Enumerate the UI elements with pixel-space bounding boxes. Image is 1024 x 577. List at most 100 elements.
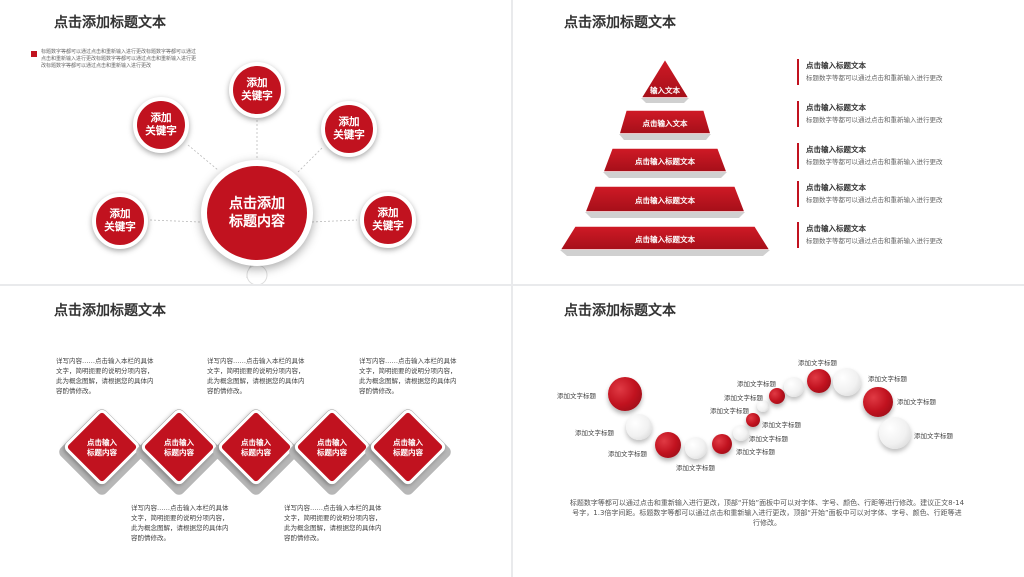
sphere-red [712, 434, 732, 454]
sphere-label: 添加文字标题 [557, 392, 596, 400]
diamond-line-2: 标题内容 [241, 448, 271, 457]
item-accent-bar [797, 59, 799, 85]
item-4-desc: 标题数字等都可以通过点击和重新输入进行更改 [806, 196, 943, 204]
description-bottom-2: 详写内容……点击输入本栏的具体文字，简明扼要的说明分项内容，此为概念图解，请根据… [284, 504, 382, 542]
slide-4-title: 点击添加标题文本 [564, 303, 676, 319]
diamond-label: 点击输入标题内容 [370, 438, 446, 458]
item-1-desc: 标题数字等都可以通过点击和重新输入进行更改 [806, 74, 943, 82]
sphere-label: 添加文字标题 [608, 450, 647, 458]
item-accent-bar [797, 222, 799, 248]
diamond-line-2: 标题内容 [393, 448, 423, 457]
pyramid-tier-1-label[interactable]: 输入文本 [650, 86, 680, 95]
bubble-line-2: 关键字 [372, 220, 404, 232]
slide-3-title: 点击添加标题文本 [54, 303, 166, 319]
diamond-step-4[interactable]: 点击输入标题内容 [286, 406, 378, 498]
diamond-line-1: 点击输入 [317, 438, 347, 447]
item-4-title: 点击输入标题文本 [806, 183, 866, 192]
keyword-bubble-right[interactable]: 添加关键字 [360, 192, 416, 248]
item-1-title: 点击输入标题文本 [806, 61, 866, 70]
diamond-line-2: 标题内容 [164, 448, 194, 457]
bubble-line-1: 添加 [338, 116, 360, 128]
sphere-red [746, 413, 760, 427]
sphere-label: 添加文字标题 [575, 429, 614, 437]
sphere-label: 添加文字标题 [737, 380, 776, 388]
sphere-label: 添加文字标题 [736, 448, 775, 456]
bubble-line-2: 关键字 [104, 221, 136, 233]
keyword-bubble-upper-right[interactable]: 添加关键字 [321, 101, 377, 157]
sphere-white [784, 377, 804, 397]
keyword-bubble-top[interactable]: 添加关键字 [229, 62, 285, 118]
sphere-white [833, 368, 861, 396]
bubble-line-1: 添加 [150, 112, 172, 124]
sphere-red [608, 377, 642, 411]
sphere-white [879, 417, 911, 449]
item-2-desc: 标题数字等都可以通过点击和重新输入进行更改 [806, 116, 943, 124]
item-accent-bar [797, 181, 799, 207]
diamond-step-3[interactable]: 点击输入标题内容 [210, 406, 302, 498]
sphere-label: 添加文字标题 [724, 394, 763, 402]
diamond-label: 点击输入标题内容 [64, 438, 140, 458]
center-bubble[interactable]: 点击添加标题内容 [201, 160, 313, 266]
sphere-red [863, 387, 893, 417]
diamond-label: 点击输入标题内容 [141, 438, 217, 458]
sphere-label: 添加文字标题 [798, 359, 837, 367]
sphere-white [757, 400, 769, 412]
bubble-line-1: 添加 [109, 208, 131, 220]
sphere-red [807, 369, 831, 393]
slide-2-title: 点击添加标题文本 [564, 15, 676, 31]
bubble-line-1: 添加 [246, 77, 268, 89]
item-accent-bar [797, 101, 799, 127]
slide-1-note: 标题数字等都可以通过点击和重新输入进行更改标题数字等都可以通过点击和重新输入进行… [41, 49, 197, 69]
pyramid-tier-2-label[interactable]: 点击输入文本 [642, 119, 688, 128]
item-accent-bar [797, 143, 799, 169]
sphere-red [655, 432, 681, 458]
keyword-bubble-upper-left[interactable]: 添加关键字 [133, 97, 189, 153]
center-line-2: 标题内容 [229, 214, 285, 230]
item-2-title: 点击输入标题文本 [806, 103, 866, 112]
item-3-desc: 标题数字等都可以通过点击和重新输入进行更改 [806, 158, 943, 166]
center-line-1: 点击添加 [229, 196, 285, 212]
diamond-label: 点击输入标题内容 [294, 438, 370, 458]
sphere-label: 添加文字标题 [749, 435, 788, 443]
diamond-line-2: 标题内容 [317, 448, 347, 457]
pyramid-tier-4-label[interactable]: 点击输入标题文本 [635, 196, 695, 205]
diamond-label: 点击输入标题内容 [218, 438, 294, 458]
bubble-line-2: 关键字 [333, 129, 365, 141]
sphere-white [626, 414, 652, 440]
diamond-line-1: 点击输入 [241, 438, 271, 447]
item-5-title: 点击输入标题文本 [806, 224, 866, 233]
sphere-label: 添加文字标题 [762, 421, 801, 429]
pyramid-graphic [558, 57, 772, 256]
description-bottom-1: 详写内容……点击输入本栏的具体文字，简明扼要的说明分项内容，此为概念图解，请根据… [131, 504, 229, 542]
diamond-step-5[interactable]: 点击输入标题内容 [362, 406, 454, 498]
sphere-white [733, 425, 749, 441]
sphere-label: 添加文字标题 [897, 398, 936, 406]
slide-3[interactable]: 点击添加标题文本 详写内容……点击输入本栏的具体文字，简明扼要的说明分项内容，此… [0, 286, 511, 577]
slide-4-body: 标题数字等都可以通过点击和重新输入进行更改，顶部“开始”面板中可以对字体、字号、… [569, 499, 965, 527]
slide-1[interactable]: 点击添加标题文本 标题数字等都可以通过点击和重新输入进行更改标题数字等都可以通过… [0, 0, 511, 284]
pyramid-tier-5-label[interactable]: 点击输入标题文本 [635, 235, 695, 244]
diamond-step-2[interactable]: 点击输入标题内容 [133, 406, 225, 498]
sphere-label: 添加文字标题 [868, 375, 907, 383]
description-top-1: 详写内容……点击输入本栏的具体文字，简明扼要的说明分项内容，此为概念图解，请根据… [56, 357, 154, 395]
keyword-bubble-left[interactable]: 添加关键字 [92, 193, 148, 249]
diamond-step-1[interactable]: 点击输入标题内容 [56, 406, 148, 498]
diamond-line-2: 标题内容 [87, 448, 117, 457]
slide-1-title: 点击添加标题文本 [54, 15, 166, 31]
bubble-line-1: 添加 [377, 207, 399, 219]
diamond-line-1: 点击输入 [164, 438, 194, 447]
sphere-label: 添加文字标题 [676, 464, 715, 472]
note-square-icon [31, 51, 37, 57]
item-5-desc: 标题数字等都可以通过点击和重新输入进行更改 [806, 237, 943, 245]
diamond-line-1: 点击输入 [87, 438, 117, 447]
pyramid-tier-3-label[interactable]: 点击输入标题文本 [635, 157, 695, 166]
slide-2[interactable]: 点击添加标题文本 输入文本 点击输入文本 点击输入标题文本 点击输入标题文本 点… [513, 0, 1024, 284]
sphere-label: 添加文字标题 [914, 432, 953, 440]
description-top-2: 详写内容……点击输入本栏的具体文字，简明扼要的说明分项内容，此为概念图解，请根据… [207, 357, 305, 395]
item-3-title: 点击输入标题文本 [806, 145, 866, 154]
sphere-white [685, 437, 707, 459]
slide-4[interactable]: 点击添加标题文本 添加文字标题 添加文字标题 添加文字标题 添加文字标题 添加文… [513, 286, 1024, 577]
bubble-line-2: 关键字 [145, 125, 177, 137]
sphere-red [769, 388, 785, 404]
diamond-line-1: 点击输入 [393, 438, 423, 447]
